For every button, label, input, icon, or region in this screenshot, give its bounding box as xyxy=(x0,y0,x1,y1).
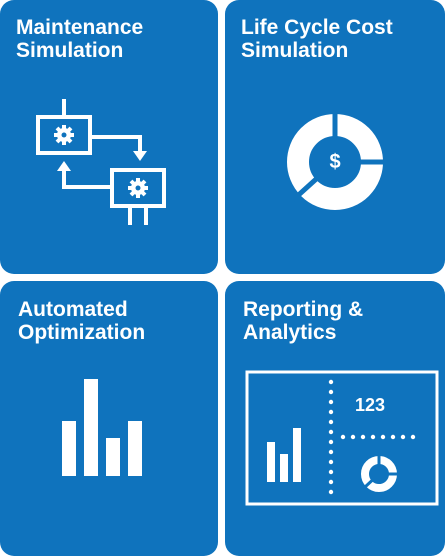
cost-donut-icon: $ xyxy=(287,110,387,210)
tile-maintenance-simulation[interactable]: Maintenance Simulation xyxy=(0,0,218,274)
title-line-2: Optimization xyxy=(18,321,146,344)
title-line-1: Maintenance xyxy=(16,16,144,39)
bar-chart-icon xyxy=(62,379,142,476)
dashboard-number: 123 xyxy=(355,395,385,415)
title-line-2: Simulation xyxy=(16,39,124,62)
tile-reporting-analytics[interactable]: Reporting & Analytics 123 xyxy=(225,281,445,556)
title-line-1: Reporting & xyxy=(243,298,364,321)
tile-life-cycle-cost-simulation[interactable]: Life Cycle Cost Simulation $ xyxy=(225,0,445,274)
tile-title: Reporting & Analytics xyxy=(243,298,363,344)
tile-title: Life Cycle Cost Simulation xyxy=(241,16,393,62)
title-line-1: Automated xyxy=(18,298,128,321)
dollar-sign: $ xyxy=(329,151,340,173)
title-line-2: Analytics xyxy=(243,321,337,344)
tile-title: Maintenance Simulation xyxy=(16,16,143,62)
title-line-1: Life Cycle Cost xyxy=(241,16,393,39)
tile-automated-optimization[interactable]: Automated Optimization xyxy=(0,281,218,556)
process-flow-gears-icon xyxy=(36,99,166,225)
dashboard-icon: 123 xyxy=(245,370,439,506)
tile-title: Automated Optimization xyxy=(18,298,145,344)
title-line-2: Simulation xyxy=(241,39,349,62)
